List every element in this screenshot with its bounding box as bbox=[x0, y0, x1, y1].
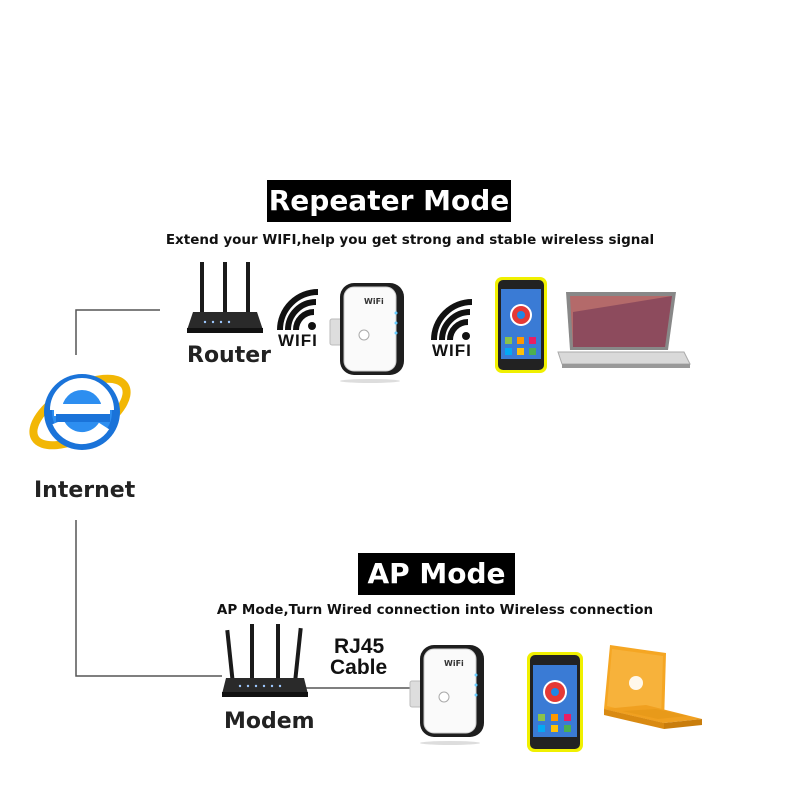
ap-mode-title: AP Mode bbox=[358, 553, 515, 595]
extender-body-icon bbox=[409, 645, 484, 745]
extender-logo: WiFi bbox=[444, 659, 464, 668]
smartphone-icon bbox=[495, 277, 547, 373]
cable-label-line2: Cable bbox=[330, 656, 388, 679]
extender-body-icon bbox=[329, 283, 404, 383]
internet-explorer-icon bbox=[29, 374, 131, 450]
orange-laptop-icon bbox=[604, 645, 702, 729]
wifi-label: WIFI bbox=[278, 331, 318, 350]
extender-logo: WiFi bbox=[364, 297, 384, 306]
router-icon bbox=[187, 262, 263, 333]
wifi-extender-device: WiFi bbox=[329, 283, 410, 383]
wifi-signal-icon bbox=[431, 299, 473, 341]
internet-label: Internet bbox=[34, 478, 136, 503]
modem-icon bbox=[222, 624, 308, 697]
repeater-mode-title: Repeater Mode bbox=[267, 180, 511, 222]
line-internet-to-modem bbox=[75, 520, 222, 677]
wifi-label: WIFI bbox=[432, 341, 472, 360]
wifi-extender-device: WiFi bbox=[409, 645, 490, 745]
wifi-signal-icon bbox=[277, 289, 319, 331]
smartphone-icon bbox=[527, 652, 583, 752]
laptop-icon bbox=[557, 292, 691, 368]
router-label: Router bbox=[187, 343, 272, 368]
repeater-mode-subtitle: Extend your WIFI,help you get strong and… bbox=[165, 232, 655, 248]
line-internet-to-router bbox=[75, 309, 160, 355]
ap-mode-subtitle: AP Mode,Turn Wired connection into Wirel… bbox=[216, 602, 654, 618]
modem-label: Modem bbox=[224, 709, 315, 734]
cable-label-line1: RJ45 bbox=[334, 635, 385, 658]
